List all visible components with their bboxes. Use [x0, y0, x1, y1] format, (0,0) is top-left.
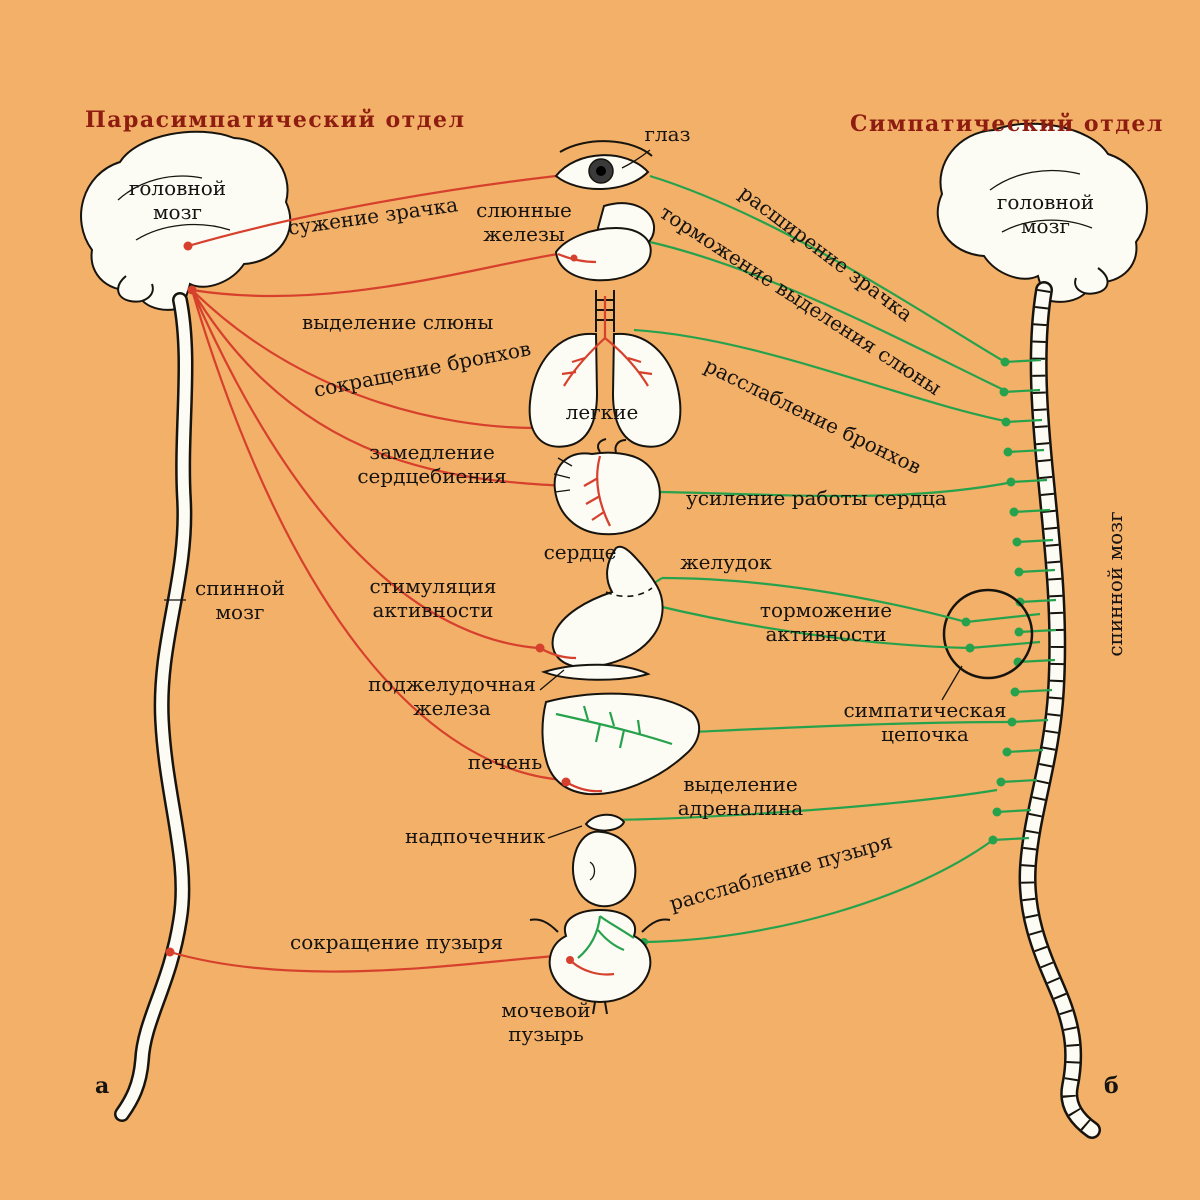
label-salivary-glands: слюнные железы [476, 198, 572, 246]
pancreas-illustration [539, 663, 651, 691]
label-brain-right: головной мозг [996, 190, 1095, 238]
figure-letter-b: б [1104, 1073, 1119, 1099]
label-stomach: желудок [680, 550, 772, 574]
label-spinal-cord-right: спинной мозг [1103, 511, 1127, 657]
label-eye: глаз [644, 122, 691, 146]
sympathetic-nerves [588, 174, 1014, 946]
right-spinal-cord-illustration [1018, 281, 1101, 1139]
label-pancreas: поджелудочная железа [368, 672, 536, 720]
parasympathetic-nerves [165, 174, 567, 973]
label-effect-saliva-secretion: выделение слюны [302, 310, 494, 334]
label-spinal-cord-left: спинной мозг [195, 576, 285, 624]
label-heart: сердце [543, 540, 617, 564]
label-effect-adrenaline-release: выделение адреналина [677, 772, 804, 820]
section-title-sympathetic: Симпатический отдел [850, 111, 1164, 137]
stomach-illustration [535, 545, 664, 669]
adrenal-gland-illustration [547, 813, 637, 908]
label-effect-bladder-contraction: сокращение пузыря [290, 930, 504, 954]
label-liver: печень [467, 750, 543, 774]
label-effect-heart-strengthening: усиление работы сердца [686, 486, 947, 510]
figure-letter-a: а [95, 1073, 110, 1099]
eye-illustration [554, 140, 653, 191]
label-effect-activity-stimulation: стимуляция активности [369, 574, 497, 622]
lungs-illustration [528, 290, 682, 448]
label-effect-activity-inhibition: торможение активности [759, 598, 893, 646]
label-effect-heart-slowing: замедление сердцебиения [357, 440, 507, 488]
left-spinal-cord-illustration [114, 292, 194, 1122]
section-title-parasympathetic: Парасимпатический отдел [85, 107, 466, 133]
sympathetic-ganglia [961, 357, 1057, 845]
label-sympathetic-chain: симпатическая цепочка [843, 698, 1007, 746]
liver-illustration [541, 692, 701, 796]
heart-illustration [553, 438, 661, 536]
label-lungs: легкие [565, 400, 639, 424]
label-brain-left: головной мозг [128, 176, 227, 224]
salivary-glands-illustration [554, 202, 656, 282]
left-brain-illustration [80, 130, 292, 311]
sympathetic-chain-circle [941, 588, 1034, 701]
bladder-illustration [529, 908, 671, 1015]
label-bladder: мочевой пузырь [501, 998, 591, 1046]
label-adrenal: надпочечник [405, 824, 546, 848]
right-brain-illustration [936, 122, 1148, 303]
